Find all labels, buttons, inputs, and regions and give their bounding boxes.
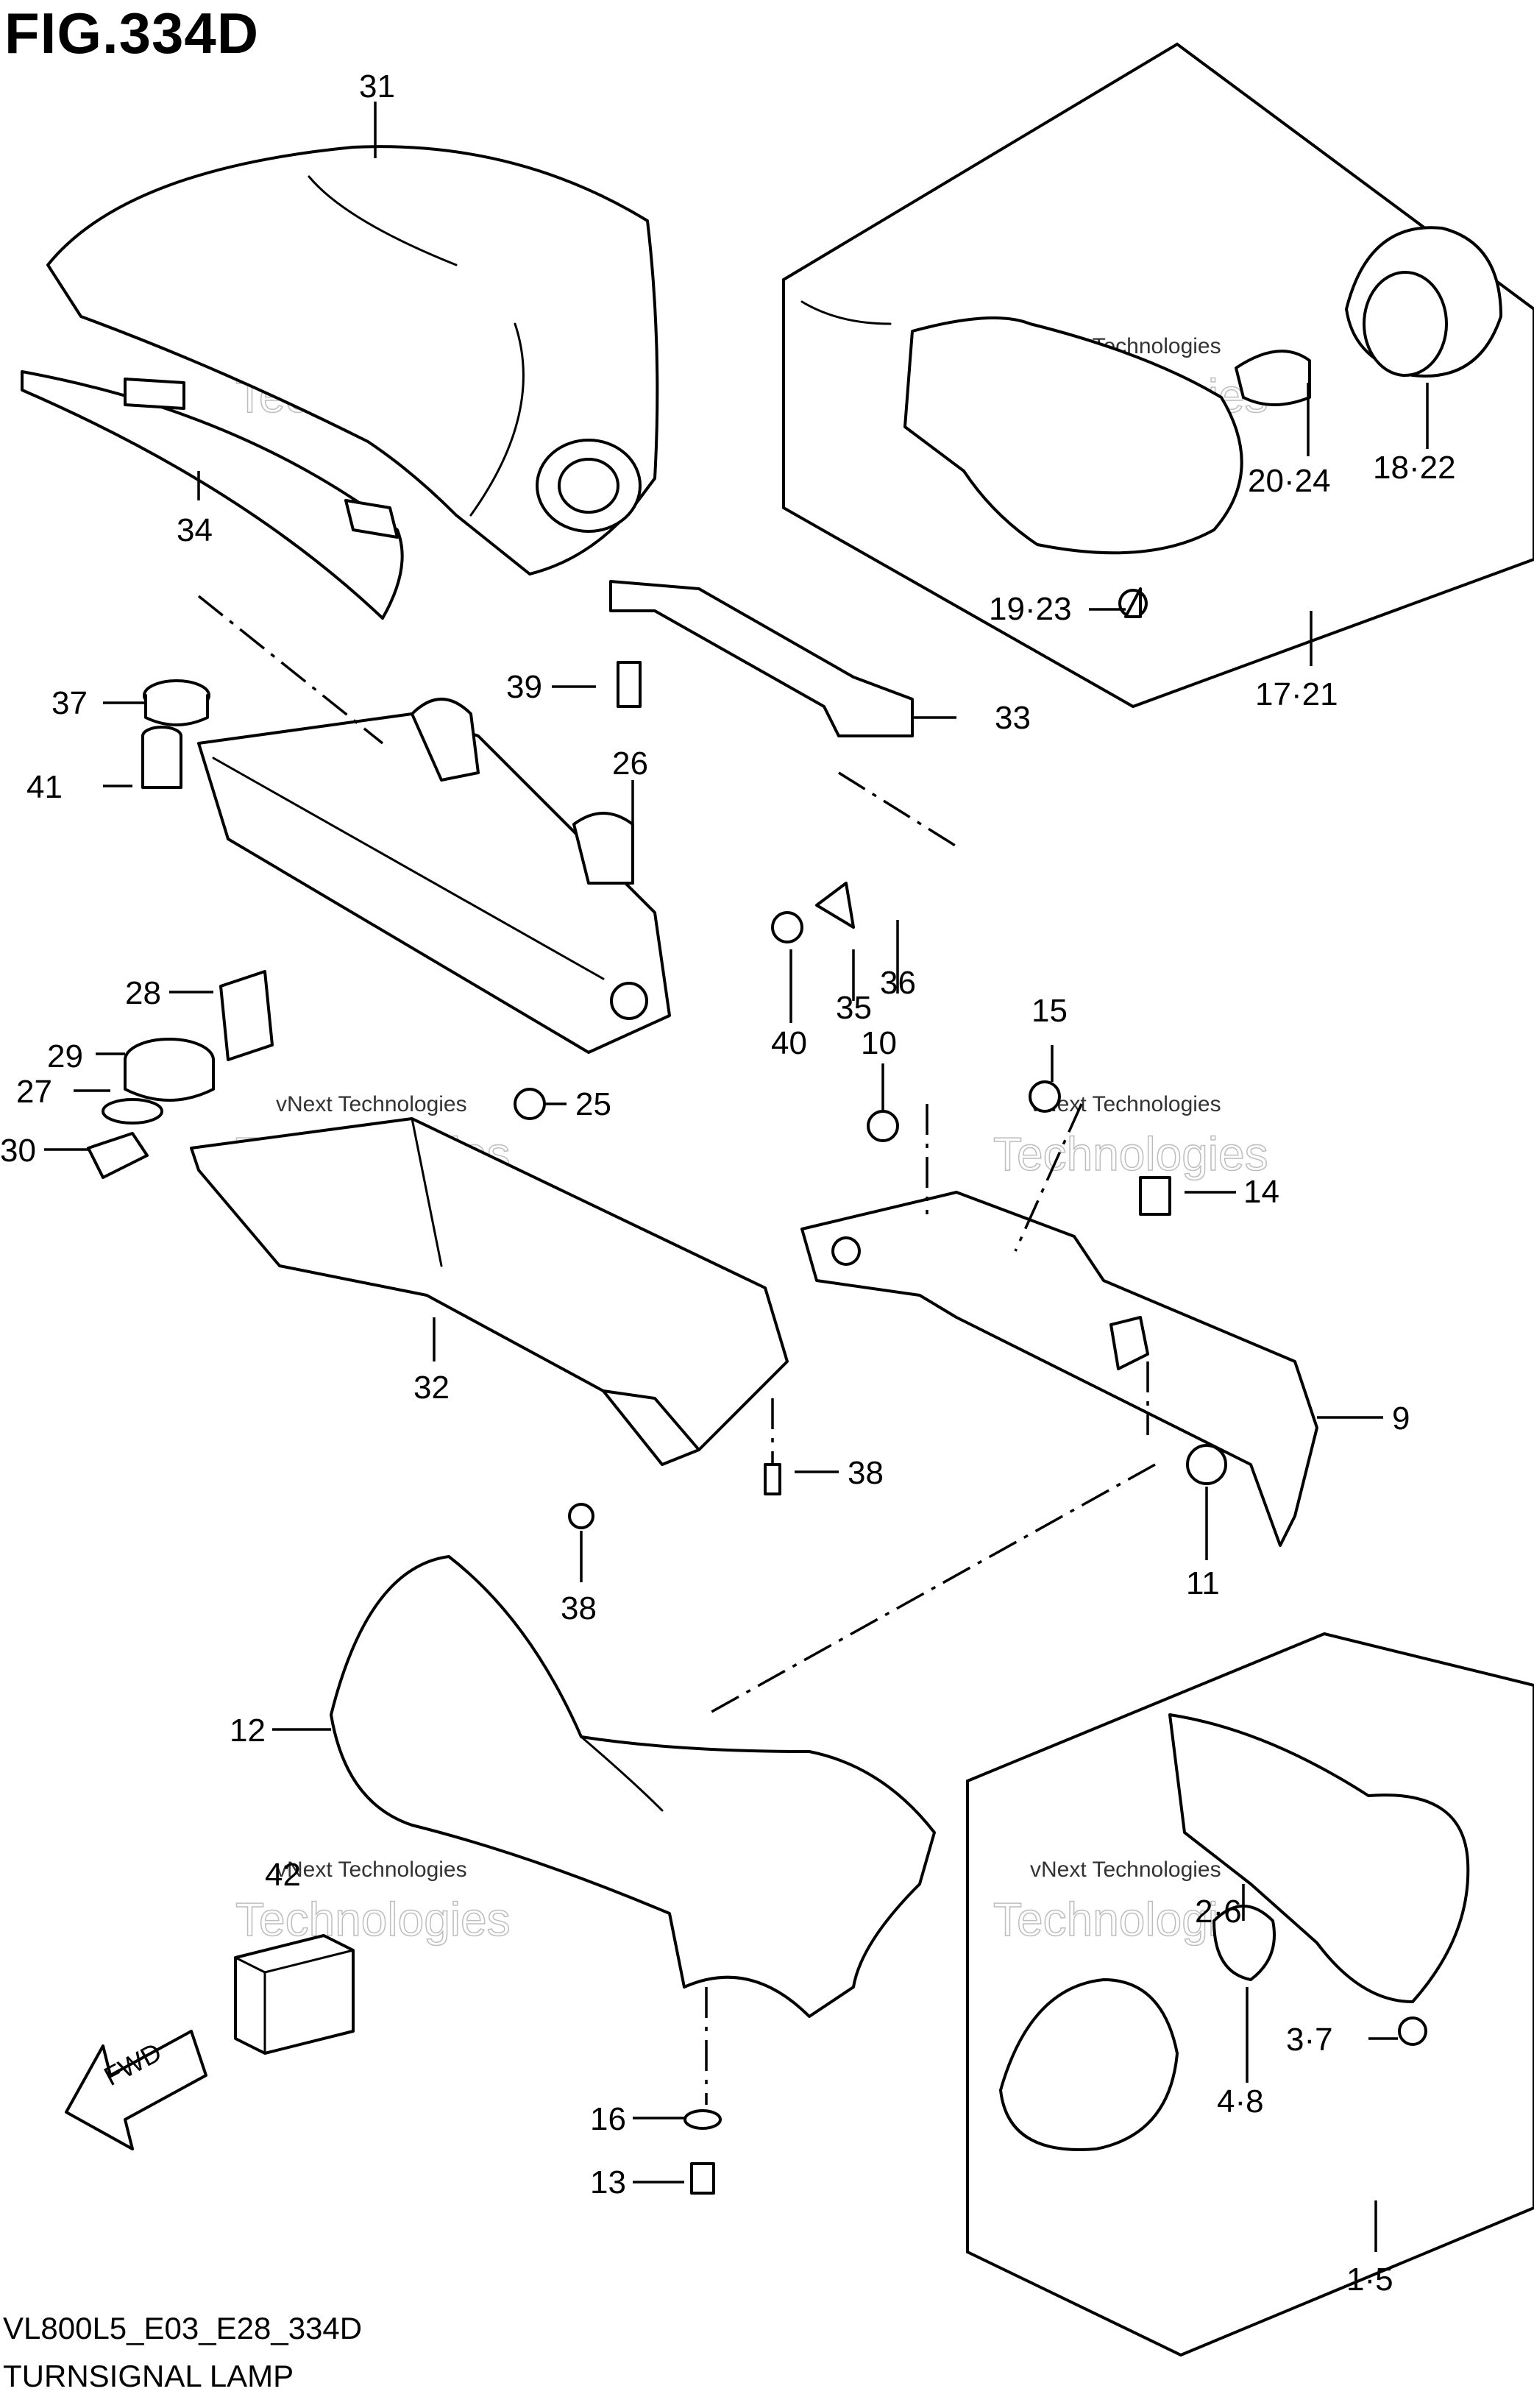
- figure-title: FIG.334D: [4, 1, 260, 65]
- small-hardware: [87, 587, 1427, 2195]
- leader-lines: [44, 102, 1429, 2252]
- callout-10: 10: [861, 1025, 897, 1061]
- callout-labels: 31 34 37 41 39 26 33 28 29 27 30 25 32 4…: [0, 68, 1456, 2298]
- callout-16: 16: [590, 2101, 626, 2137]
- part-34-reflector: [21, 370, 404, 620]
- callout-2-6: 2·6: [1195, 1894, 1242, 1930]
- watermark-line2: Technologies: [235, 1893, 511, 1946]
- callout-27: 27: [16, 1074, 52, 1110]
- callout-4-8: 4·8: [1217, 2083, 1264, 2120]
- callout-40: 40: [771, 1025, 807, 1061]
- callout-42: 42: [265, 1857, 301, 1893]
- callout-33: 33: [995, 700, 1031, 736]
- callout-3-7: 3·7: [1286, 2022, 1333, 2058]
- part-12-housing: [330, 1555, 936, 2018]
- watermark-line1: vNext Technologies: [276, 1092, 467, 1116]
- part-9-bracket: [800, 1191, 1318, 1547]
- watermark-line1: vNext Technologies: [276, 1858, 467, 1882]
- callout-32: 32: [413, 1370, 450, 1406]
- callout-36: 36: [880, 965, 916, 1001]
- front-turnsignal-assembly: [966, 1632, 1534, 2357]
- callout-26: 26: [612, 746, 648, 782]
- callout-1-5: 1·5: [1346, 2262, 1393, 2298]
- callout-25: 25: [575, 1086, 611, 1122]
- assembly-dash-lines: [197, 595, 1156, 2105]
- callout-29: 29: [47, 1038, 83, 1074]
- callout-9: 9: [1392, 1400, 1410, 1437]
- rear-turnsignal-assembly: [782, 42, 1534, 709]
- callout-34: 34: [177, 512, 213, 548]
- figure-caption: TURNSIGNAL LAMP: [3, 2359, 294, 2393]
- callout-11: 11: [1186, 1565, 1220, 1601]
- watermark-line2: Technologies: [993, 1127, 1268, 1180]
- callout-12: 12: [230, 1713, 266, 1749]
- callout-35: 35: [836, 990, 872, 1026]
- model-code: VL800L5_E03_E28_334D: [3, 2311, 363, 2345]
- callout-41: 41: [26, 769, 63, 805]
- callout-13: 13: [590, 2164, 626, 2200]
- fwd-arrow-icon: FWD: [65, 2030, 207, 2150]
- callout-38b: 38: [561, 1590, 597, 1626]
- callout-30: 30: [0, 1133, 36, 1169]
- callout-37: 37: [52, 685, 88, 721]
- callout-39: 39: [506, 669, 542, 705]
- watermark-line1: vNext Technologies: [1030, 1092, 1221, 1116]
- callout-15: 15: [1031, 993, 1068, 1029]
- watermark-line1: vNext Technologies: [1030, 1858, 1221, 1882]
- callout-17-21: 17·21: [1255, 676, 1338, 712]
- callout-14: 14: [1243, 1174, 1279, 1210]
- part-32-bracket: [190, 1117, 789, 1466]
- callout-38a: 38: [848, 1455, 884, 1491]
- callout-28: 28: [125, 975, 161, 1011]
- part-33-stay: [609, 580, 914, 737]
- part-31-rear-cowl: [46, 145, 659, 576]
- part-42-relay: [234, 1934, 355, 2055]
- callout-20-24: 20·24: [1248, 463, 1331, 499]
- callout-31: 31: [359, 68, 395, 105]
- callout-18-22: 18·22: [1373, 450, 1456, 486]
- callout-19-23: 19·23: [989, 591, 1072, 627]
- part-bracket-main: [197, 698, 671, 1054]
